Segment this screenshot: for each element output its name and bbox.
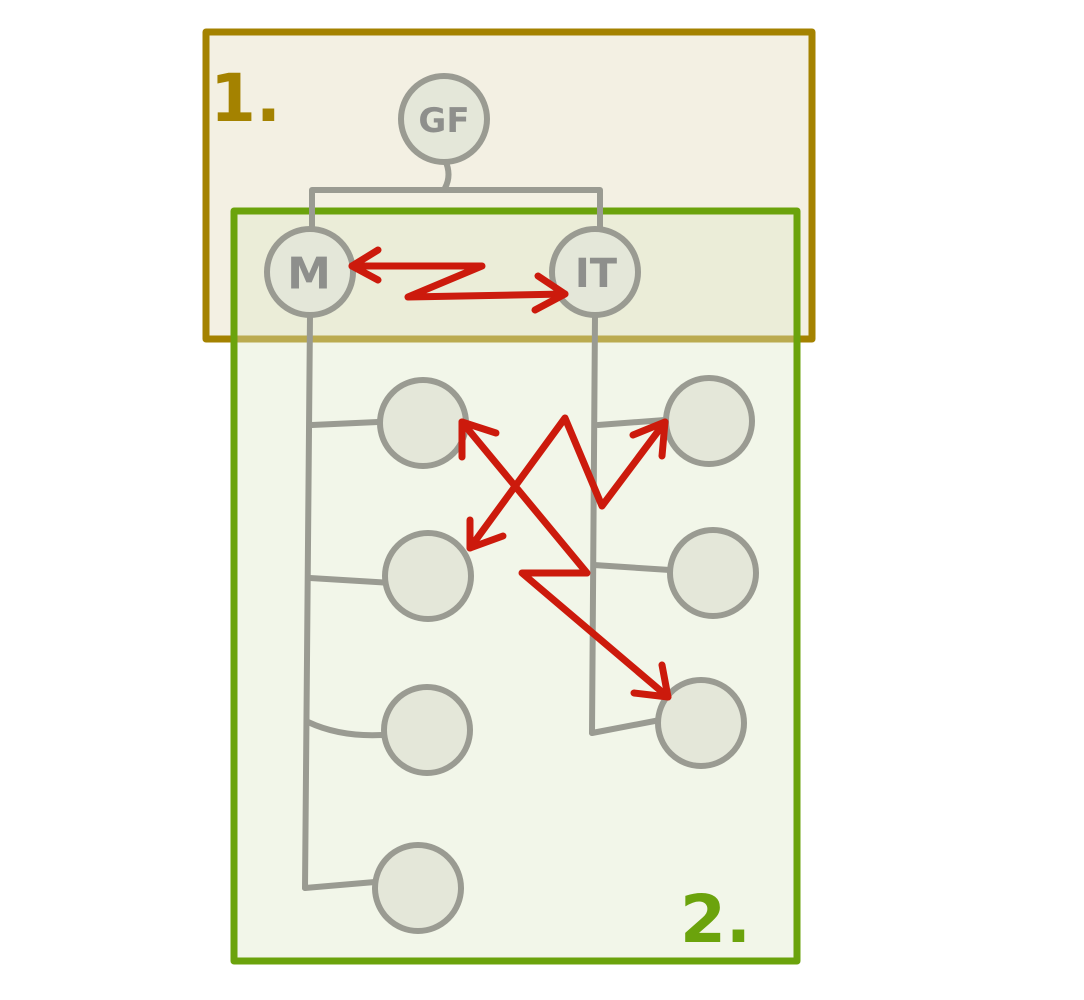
it-branch-3 — [589, 717, 663, 736]
node-gf: GF — [398, 73, 490, 165]
m-trunk — [302, 312, 313, 891]
m-branch-1 — [309, 419, 381, 428]
node-m-child-2 — [382, 530, 474, 622]
node-it-child-3 — [655, 677, 747, 769]
nodes: GF M IT — [264, 73, 759, 934]
arrow-m-it — [348, 246, 569, 314]
it-branch-1 — [595, 417, 668, 428]
node-m-child-1 — [377, 377, 469, 469]
arrow-mchild1-itchild3 — [458, 418, 672, 701]
m-branch-4 — [302, 879, 378, 891]
connectors — [302, 157, 673, 891]
arrow-mchild2-itchild1 — [466, 414, 669, 552]
zone-2-label: 2. — [680, 881, 751, 958]
node-it-child-2 — [667, 527, 759, 619]
zone-1-label: 1. — [210, 60, 281, 137]
node-m-child-3 — [381, 684, 473, 776]
it-trunk — [589, 312, 598, 736]
node-gf-label: GF — [418, 101, 469, 141]
it-branch-2 — [591, 562, 673, 573]
m-branch-2 — [307, 575, 395, 586]
node-it: IT — [549, 226, 641, 318]
arrows — [348, 246, 672, 701]
m-branch-3 — [305, 719, 385, 739]
node-it-child-1 — [663, 375, 755, 467]
node-m: M — [264, 226, 356, 318]
node-m-label: M — [287, 249, 331, 300]
node-m-child-4 — [372, 842, 464, 934]
node-it-label: IT — [575, 251, 618, 297]
